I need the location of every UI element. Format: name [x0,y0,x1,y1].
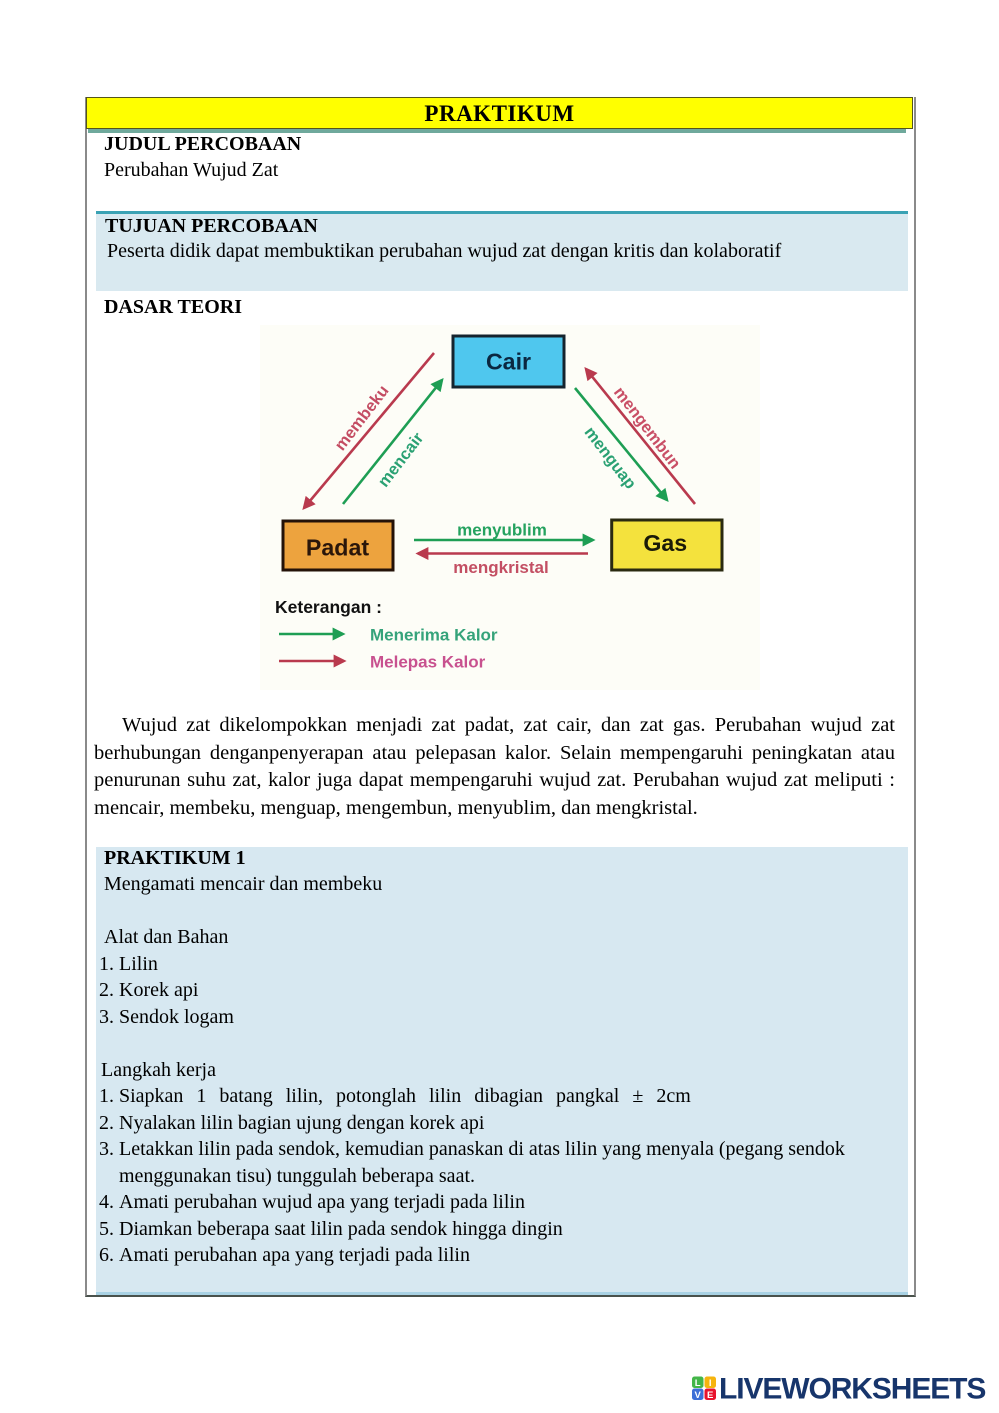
svg-text:L: L [695,1378,701,1389]
svg-text:mengkristal: mengkristal [453,558,548,577]
svg-text:LIVEWORKSHEETS: LIVEWORKSHEETS [719,1376,985,1402]
svg-text:menyublim: menyublim [457,521,547,540]
svg-text:Gas: Gas [643,530,687,556]
svg-text:E: E [707,1390,713,1401]
svg-text:Melepas Kalor: Melepas Kalor [370,653,486,672]
svg-text:I: I [709,1378,712,1389]
svg-text:Menerima Kalor: Menerima Kalor [370,626,498,645]
svg-text:V: V [695,1390,702,1401]
svg-text:Padat: Padat [306,535,369,561]
svg-text:Keterangan :: Keterangan : [275,597,382,617]
svg-text:Cair: Cair [486,349,531,375]
